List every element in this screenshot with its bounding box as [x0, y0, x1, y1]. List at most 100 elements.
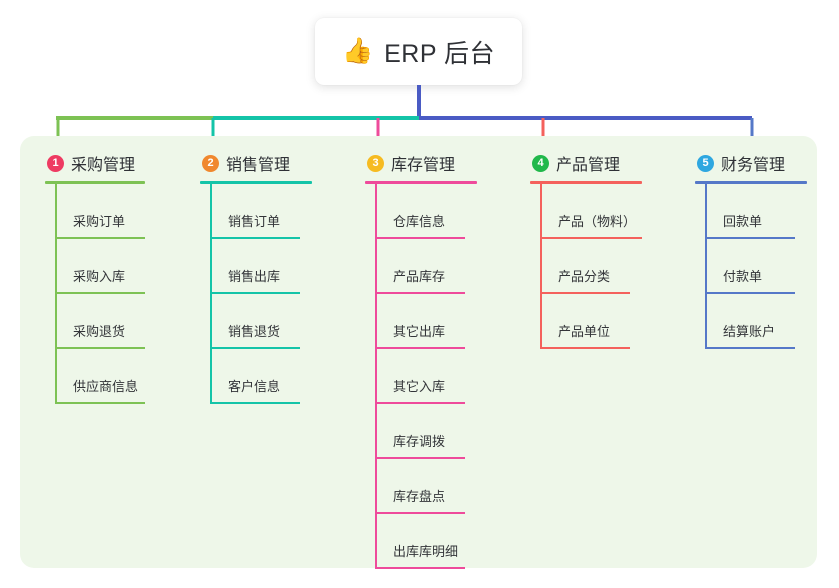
- leaf-item-label: 出库库明细: [393, 544, 459, 559]
- leaf-item[interactable]: 其它入库: [375, 349, 477, 404]
- leaf-item[interactable]: 客户信息: [210, 349, 312, 404]
- leaf-item-rule: [210, 347, 300, 349]
- column-branch: 采购订单采购入库采购退货供应商信息: [55, 184, 145, 404]
- branch-trunk: [55, 184, 57, 404]
- column-header-rule: [695, 181, 807, 184]
- thumbs-up-icon: 👍: [341, 37, 374, 65]
- root-node-title: ERP 后台: [384, 39, 496, 68]
- leaf-item[interactable]: 销售订单: [210, 184, 312, 239]
- branch-trunk: [210, 184, 212, 404]
- leaf-item-label: 结算账户: [723, 324, 776, 339]
- leaf-item-label: 采购订单: [73, 214, 126, 229]
- leaf-item[interactable]: 产品分类: [540, 239, 642, 294]
- column-title: 采购管理: [71, 157, 136, 174]
- leaf-item[interactable]: 产品库存: [375, 239, 477, 294]
- leaf-item[interactable]: 付款单: [705, 239, 807, 294]
- leaf-item[interactable]: 出库库明细: [375, 514, 477, 569]
- leaf-item-rule: [540, 292, 630, 294]
- leaf-item-rule: [705, 237, 795, 239]
- leaf-item-label: 其它入库: [393, 379, 446, 394]
- column-header-rule: [200, 181, 312, 184]
- column-2: 2 销售管理销售订单销售出库销售退货客户信息: [200, 148, 312, 404]
- branch-trunk: [705, 184, 707, 349]
- branch-trunk: [540, 184, 542, 349]
- leaf-item-rule: [540, 237, 642, 239]
- leaf-item[interactable]: 其它出库: [375, 294, 477, 349]
- leaf-item-rule: [705, 347, 795, 349]
- leaf-item-label: 回款单: [723, 214, 763, 229]
- column-title: 财务管理: [721, 157, 786, 174]
- leaf-item-label: 库存盘点: [393, 489, 446, 504]
- leaf-item[interactable]: 产品单位: [540, 294, 642, 349]
- column-header-rule: [530, 181, 642, 184]
- leaf-item-label: 仓库信息: [393, 214, 446, 229]
- leaf-item-rule: [375, 237, 465, 239]
- column-title: 产品管理: [556, 157, 621, 174]
- leaf-item[interactable]: 库存调拨: [375, 404, 477, 459]
- column-branch: 销售订单销售出库销售退货客户信息: [210, 184, 312, 404]
- leaf-item[interactable]: 库存盘点: [375, 459, 477, 514]
- leaf-item-label: 库存调拨: [393, 434, 446, 449]
- column-title: 销售管理: [226, 157, 291, 174]
- leaf-item-rule: [55, 292, 145, 294]
- column-header-4[interactable]: 4 产品管理: [530, 148, 642, 178]
- column-header-5[interactable]: 5 财务管理: [695, 148, 807, 178]
- column-badge-2: 2: [202, 154, 219, 172]
- leaf-item-rule: [55, 402, 145, 404]
- leaf-item[interactable]: 供应商信息: [55, 349, 145, 404]
- leaf-item[interactable]: 采购入库: [55, 239, 145, 294]
- leaf-item-rule: [375, 347, 465, 349]
- column-badge-3: 3: [367, 154, 384, 172]
- column-badge-4: 4: [532, 154, 549, 172]
- column-5: 5 财务管理回款单付款单结算账户: [695, 148, 807, 349]
- leaf-item-label: 客户信息: [228, 379, 281, 394]
- leaf-item[interactable]: 回款单: [705, 184, 807, 239]
- leaf-item[interactable]: 产品（物料）: [540, 184, 642, 239]
- leaf-item-rule: [375, 457, 465, 459]
- branches-panel: [20, 136, 817, 568]
- leaf-item-label: 产品分类: [558, 269, 611, 284]
- leaf-item-rule: [705, 292, 795, 294]
- leaf-item-label: 产品（物料）: [558, 214, 637, 229]
- leaf-item-label: 销售订单: [228, 214, 281, 229]
- leaf-item-label: 销售退货: [228, 324, 281, 339]
- leaf-item-rule: [55, 347, 145, 349]
- leaf-item-rule: [210, 292, 300, 294]
- leaf-item-rule: [375, 292, 465, 294]
- leaf-item-rule: [375, 402, 465, 404]
- leaf-item-label: 其它出库: [393, 324, 446, 339]
- leaf-item-rule: [210, 402, 300, 404]
- column-header-rule: [365, 181, 477, 184]
- branch-trunk: [375, 184, 377, 569]
- leaf-item[interactable]: 销售退货: [210, 294, 312, 349]
- leaf-item[interactable]: 采购退货: [55, 294, 145, 349]
- column-header-rule: [45, 181, 145, 184]
- column-branch: 回款单付款单结算账户: [705, 184, 807, 349]
- column-badge-5: 5: [697, 154, 714, 172]
- leaf-item-rule: [540, 347, 630, 349]
- leaf-item-label: 供应商信息: [73, 379, 139, 394]
- root-node[interactable]: 👍 ERP 后台: [315, 18, 522, 85]
- leaf-item[interactable]: 采购订单: [55, 184, 145, 239]
- column-header-3[interactable]: 3 库存管理: [365, 148, 477, 178]
- column-4: 4 产品管理产品（物料） 产品分类产品单位: [530, 148, 642, 349]
- leaf-item[interactable]: 仓库信息: [375, 184, 477, 239]
- column-title: 库存管理: [391, 157, 456, 174]
- column-branch: 产品（物料） 产品分类产品单位: [540, 184, 642, 349]
- leaf-item-label: 销售出库: [228, 269, 281, 284]
- leaf-item[interactable]: 销售出库: [210, 239, 312, 294]
- column-branch: 仓库信息产品库存其它出库其它入库库存调拨库存盘点出库库明细: [375, 184, 477, 569]
- leaf-item-rule: [55, 237, 145, 239]
- leaf-item-rule: [375, 567, 465, 569]
- column-header-2[interactable]: 2 销售管理: [200, 148, 312, 178]
- leaf-item-label: 付款单: [723, 269, 763, 284]
- leaf-item-label: 采购退货: [73, 324, 126, 339]
- leaf-item[interactable]: 结算账户: [705, 294, 807, 349]
- leaf-item-label: 产品单位: [558, 324, 611, 339]
- column-3: 3 库存管理仓库信息产品库存其它出库其它入库库存调拨库存盘点出库库明细: [365, 148, 477, 569]
- leaf-item-rule: [375, 512, 465, 514]
- leaf-item-rule: [210, 237, 300, 239]
